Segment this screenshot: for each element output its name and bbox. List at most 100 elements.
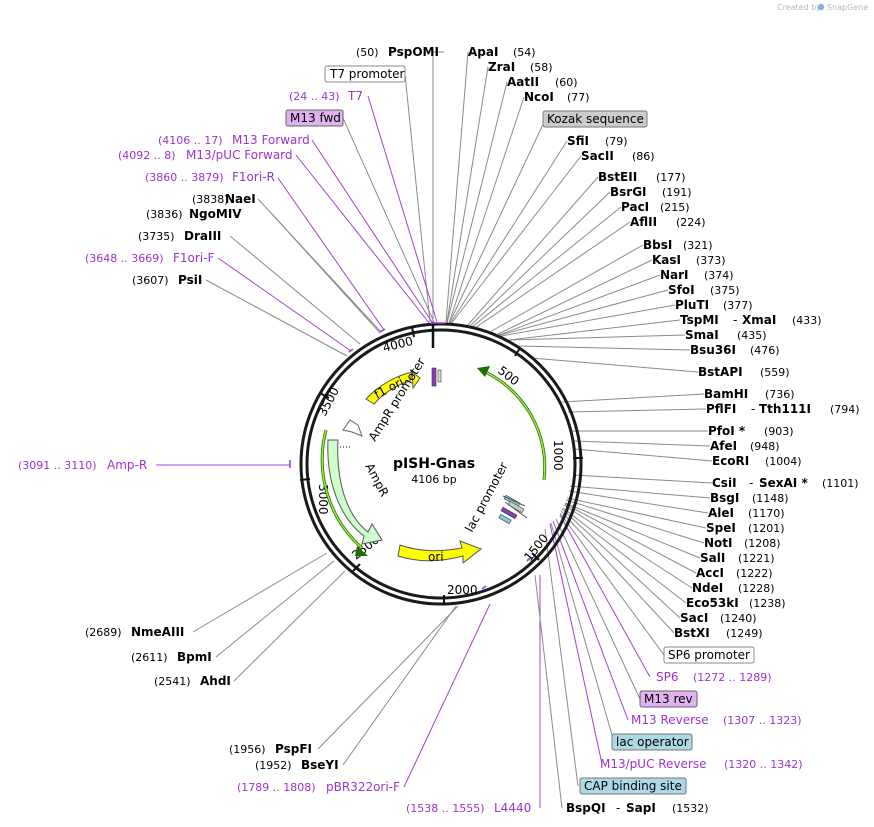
primer-m13-puc-reverse[interactable]: M13/pUC Reverse	[600, 757, 707, 771]
site-name-pfoi[interactable]: PfoI *	[708, 424, 746, 438]
primer-l4440[interactable]: L4440	[494, 801, 531, 815]
site-name-zrai[interactable]: ZraI	[488, 60, 515, 74]
primer-pos: (1789 .. 1808)	[237, 781, 316, 794]
ampr-feature[interactable]	[327, 439, 383, 545]
site-name-xmai[interactable]: XmaI	[742, 313, 776, 327]
site-pos: (1249)	[726, 627, 763, 640]
site-pos: (903)	[764, 425, 794, 438]
feature-box-lac-operator[interactable]	[611, 733, 693, 751]
feature-box-t7-promoter[interactable]	[324, 65, 406, 83]
site-name-ncoi[interactable]: NcoI	[524, 90, 554, 104]
site-name-sfoi[interactable]: SfoI	[668, 283, 695, 297]
site-name-bstxi[interactable]: BstXI	[674, 626, 710, 640]
site-name-pflfi[interactable]: PflFI	[706, 402, 736, 416]
site-name-pspomi[interactable]: PspOMI	[388, 45, 439, 59]
site-name-bamhi[interactable]: BamHI	[704, 387, 748, 401]
site-name-bbsi[interactable]: BbsI	[643, 238, 672, 252]
insert-arrowhead	[477, 366, 490, 377]
primer-pos: (1538 .. 1555)	[406, 802, 485, 815]
primer-t7[interactable]: T7	[347, 89, 363, 103]
primer-sp6[interactable]: SP6	[656, 670, 679, 684]
left-labels: (50) PspOMI T7 promoter (24 .. 43) T7 M1…	[18, 45, 531, 815]
site-pos: (736)	[765, 388, 795, 401]
site-name-bstapi[interactable]: BstAPI	[698, 365, 743, 379]
site-pos: (948)	[750, 440, 780, 453]
site-name-apai[interactable]: ApaI	[468, 45, 498, 59]
primer-m13-forward[interactable]: M13 Forward	[232, 133, 310, 147]
primer-m13-reverse[interactable]: M13 Reverse	[631, 713, 709, 727]
primer-pos: (3091 .. 3110)	[18, 459, 97, 472]
site-pos: (3836)	[146, 208, 183, 221]
site-name-smai[interactable]: SmaI	[685, 328, 719, 342]
site-name-spei[interactable]: SpeI	[706, 521, 736, 535]
site-pos: (1532)	[672, 802, 709, 815]
primer-pbr322ori-f[interactable]: pBR322ori-F	[326, 780, 400, 794]
primer-m13-puc-forward[interactable]: M13/pUC Forward	[186, 148, 293, 162]
site-name-aatii[interactable]: AatII	[507, 75, 539, 89]
site-name-nari[interactable]: NarI	[660, 268, 689, 282]
site-pos: (1170)	[748, 507, 785, 520]
ori-feature[interactable]	[397, 540, 483, 565]
right-labels: ApaI (54) ZraI (58) AatII (60) NcoI (77)…	[468, 45, 860, 815]
site-name-acci[interactable]: AccI	[696, 566, 724, 580]
site-name-pluti[interactable]: PluTI	[675, 298, 709, 312]
f1-ori-feature[interactable]	[365, 370, 421, 405]
site-name-eco53ki[interactable]: Eco53kI	[686, 596, 739, 610]
site-name-sacii[interactable]: SacII	[581, 149, 614, 163]
site-name-paci[interactable]: PacI	[621, 200, 649, 214]
primer-f1ori-r[interactable]: F1ori-R	[232, 170, 275, 184]
site-name-bsteii[interactable]: BstEII	[598, 170, 637, 184]
site-pos: (191)	[662, 186, 692, 199]
site-name-ngomiv[interactable]: NgoMIV	[189, 207, 242, 221]
site-pos: (1101)	[822, 477, 859, 490]
feature-box-m13-fwd[interactable]	[285, 109, 344, 127]
feature-box-sp6-promoter[interactable]	[663, 646, 755, 664]
feature-box-kozak[interactable]	[542, 110, 648, 128]
backbone-inner-strand	[305, 328, 577, 600]
primer-pos: (1320 .. 1342)	[724, 758, 803, 771]
site-name-nmeaiii[interactable]: NmeAIII	[131, 625, 184, 639]
site-name-bspqi[interactable]: BspQI	[566, 801, 606, 815]
site-name-ecori[interactable]: EcoRI	[712, 454, 749, 468]
site-name-ahdi[interactable]: AhdI	[200, 674, 231, 688]
feature-lac-operator: lac operator	[616, 735, 689, 749]
site-name-noti[interactable]: NotI	[704, 536, 733, 550]
site-separator: -	[749, 476, 753, 490]
site-name-psii[interactable]: PsiI	[178, 273, 202, 287]
site-name-bsgi[interactable]: BsgI	[710, 491, 739, 505]
plasmid-size: 4106 bp	[411, 473, 456, 486]
site-name-bsrgi[interactable]: BsrGI	[610, 185, 647, 199]
site-name-sali[interactable]: SalI	[700, 551, 725, 565]
site-name-csii[interactable]: CsiI	[712, 476, 737, 490]
site-name-afei[interactable]: AfeI	[710, 439, 737, 453]
tick-500: 500	[495, 363, 522, 388]
site-separator: -	[616, 801, 620, 815]
site-name-bsu36i[interactable]: Bsu36I	[690, 343, 736, 357]
site-name-aflii[interactable]: AflII	[630, 215, 657, 229]
site-pos: (77)	[567, 91, 590, 104]
site-name-tspmi[interactable]: TspMI	[680, 313, 719, 327]
site-pos: (476)	[750, 344, 780, 357]
site-name-sapi[interactable]: SapI	[626, 801, 656, 815]
site-name-bseyi[interactable]: BseYI	[301, 758, 339, 772]
site-name-tth111i[interactable]: Tth111I	[759, 402, 811, 416]
site-name-saci[interactable]: SacI	[680, 611, 708, 625]
site-name-sfii[interactable]: SfiI	[567, 134, 589, 148]
site-pos: (215)	[660, 201, 690, 214]
site-name-ndei[interactable]: NdeI	[692, 581, 723, 595]
site-name-naei[interactable]: NaeI	[225, 192, 256, 206]
feature-box-cap-binding-site[interactable]	[579, 777, 687, 795]
feature-t7-promoter: T7 promoter	[329, 67, 405, 81]
site-name-kasi[interactable]: KasI	[652, 253, 681, 267]
site-name-draiii[interactable]: DraIII	[184, 229, 221, 243]
site-name-alei[interactable]: AleI	[708, 506, 734, 520]
site-name-sexai[interactable]: SexAI *	[759, 476, 808, 490]
backbone	[289, 322, 583, 606]
site-name-pspfi[interactable]: PspFI	[275, 742, 312, 756]
feature-box-m13-rev[interactable]	[639, 690, 698, 708]
primer-amp-r[interactable]: Amp-R	[107, 458, 147, 472]
primer-f1ori-f[interactable]: F1ori-F	[173, 251, 214, 265]
ampr-promoter-feature[interactable]	[342, 419, 363, 437]
site-name-bpmi[interactable]: BpmI	[177, 650, 212, 664]
